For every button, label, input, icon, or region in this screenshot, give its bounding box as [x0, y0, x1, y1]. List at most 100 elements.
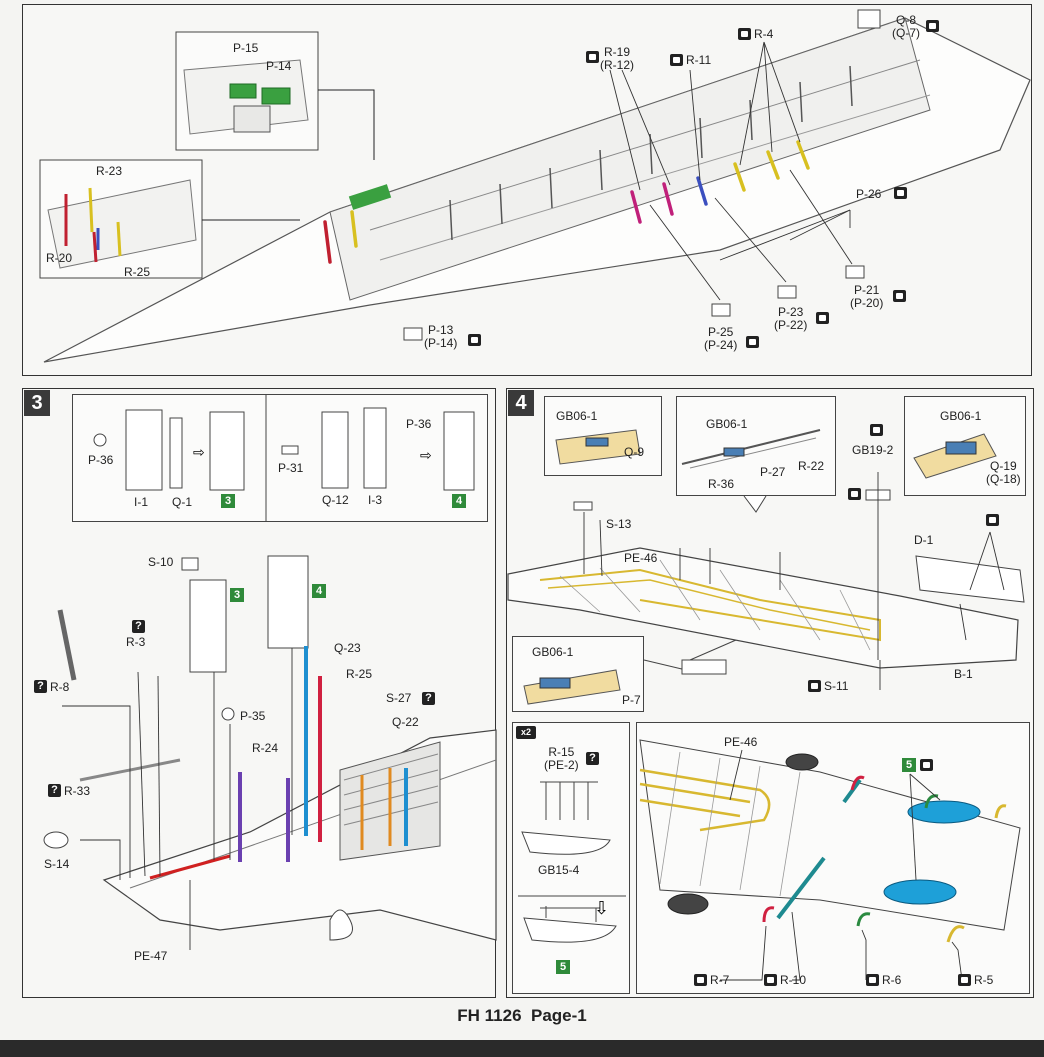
cement-icon: [848, 488, 861, 500]
label-p23-alt: (P-22): [774, 318, 808, 332]
label-r3: R-3: [126, 635, 146, 649]
label-s13: S-13: [606, 517, 632, 531]
label-p23-main: P-23: [777, 305, 804, 319]
label-s14: S-14: [44, 857, 70, 871]
label-p25: P-25 (P-24): [704, 326, 737, 352]
badge-step-4-ref: 4: [312, 584, 326, 598]
label-p13: P-13 (P-14): [424, 324, 457, 350]
cement-icon: [670, 54, 683, 66]
bottom-bar: [0, 1040, 1044, 1057]
question-icon: ?: [132, 620, 145, 633]
label-s11: S-11: [824, 679, 849, 693]
label-r7: R-7: [710, 973, 730, 987]
cement-icon: [764, 974, 777, 986]
label-p21-main: P-21: [853, 283, 880, 297]
label-s10: S-10: [148, 555, 174, 569]
question-icon: ?: [422, 692, 435, 705]
label-gb15-4: GB15-4: [538, 863, 580, 877]
label-r10: R-10: [780, 973, 807, 987]
inset-lifeboat-box: [512, 722, 630, 994]
label-pe46-detail: PE-46: [724, 735, 758, 749]
cement-icon: [894, 187, 907, 199]
question-icon: ?: [586, 752, 599, 765]
label-p36-b: P-36: [406, 417, 432, 431]
cement-icon: [808, 680, 821, 692]
label-q19-main: Q-19: [989, 459, 1017, 473]
label-r11: R-11: [686, 53, 712, 67]
label-p7: P-7: [622, 693, 641, 707]
label-gb06-1-d: GB06-1: [532, 645, 574, 659]
label-p31: P-31: [278, 461, 304, 475]
svg-text:⇨: ⇨: [193, 445, 205, 461]
cement-icon: [866, 974, 879, 986]
cement-icon: [694, 974, 707, 986]
bulkhead-marks: [449, 65, 853, 241]
label-p23: P-23 (P-22): [774, 306, 807, 332]
coloured-rails: [323, 140, 810, 264]
label-q8: Q-8 (Q-7): [892, 14, 920, 40]
label-q8-alt: (Q-7): [892, 26, 920, 40]
label-r15-main: R-15: [548, 745, 575, 759]
label-p35: P-35: [240, 709, 266, 723]
cement-icon: [586, 51, 599, 63]
label-r36: R-36: [708, 477, 735, 491]
cement-icon: [816, 312, 829, 324]
label-p27: P-27: [760, 465, 786, 479]
svg-text:⇩: ⇩: [594, 898, 609, 919]
label-i1: I-1: [134, 495, 149, 509]
cement-icon: [958, 974, 971, 986]
label-p14: P-14: [266, 59, 292, 73]
label-p26: P-26: [856, 187, 882, 201]
cement-icon: [920, 759, 933, 771]
label-r15-alt: (PE-2): [544, 758, 579, 772]
label-p21-alt: (P-20): [850, 296, 884, 310]
label-r22: R-22: [798, 459, 825, 473]
label-gb06-1-c: GB06-1: [940, 409, 982, 423]
step-3-number: 3: [24, 390, 50, 416]
label-r15: R-15 (PE-2): [544, 746, 579, 772]
glue-bottle-icon: [986, 514, 999, 526]
label-q9: Q-9: [624, 445, 645, 459]
label-r25-top: R-25: [124, 265, 151, 279]
label-r8: R-8: [50, 680, 70, 694]
cement-icon: [746, 336, 759, 348]
label-r25: R-25: [346, 667, 373, 681]
label-p25-alt: (P-24): [704, 338, 738, 352]
label-q8-main: Q-8: [895, 13, 916, 27]
svg-text:⇨: ⇨: [420, 448, 432, 464]
label-d1: D-1: [914, 533, 934, 547]
badge-step-3-ref: 3: [230, 588, 244, 602]
label-r24: R-24: [252, 741, 279, 755]
badge-step-5: 5: [556, 960, 570, 974]
label-p13-alt: (P-14): [424, 336, 458, 350]
cement-icon: [893, 290, 906, 302]
label-r19: R-19 (R-12): [600, 46, 634, 72]
label-r19-alt: (R-12): [600, 58, 635, 72]
label-q12: Q-12: [322, 493, 349, 507]
label-pe47: PE-47: [134, 949, 168, 963]
label-r19-main: R-19: [604, 45, 631, 59]
label-r5: R-5: [974, 973, 994, 987]
label-r20: R-20: [46, 251, 73, 265]
cement-icon: [926, 20, 939, 32]
badge-step-4: 4: [452, 494, 466, 508]
label-q1: Q-1: [172, 495, 193, 509]
label-gb06-1-a: GB06-1: [556, 409, 598, 423]
label-q19-alt: (Q-18): [986, 472, 1021, 486]
label-q23: Q-23: [334, 641, 361, 655]
label-p36-a: P-36: [88, 453, 114, 467]
label-p21: P-21 (P-20): [850, 284, 883, 310]
label-gb19-2: GB19-2: [852, 443, 894, 457]
label-r33: R-33: [64, 784, 91, 798]
label-pe46: PE-46: [624, 551, 658, 565]
cement-icon: [870, 424, 883, 436]
label-r23: R-23: [96, 164, 123, 178]
badge-step-3: 3: [221, 494, 235, 508]
label-q22: Q-22: [392, 715, 419, 729]
label-b1: B-1: [954, 667, 973, 681]
label-p13-main: P-13: [427, 323, 454, 337]
step-4-number: 4: [508, 390, 534, 416]
label-r4-top: R-4: [754, 27, 774, 41]
